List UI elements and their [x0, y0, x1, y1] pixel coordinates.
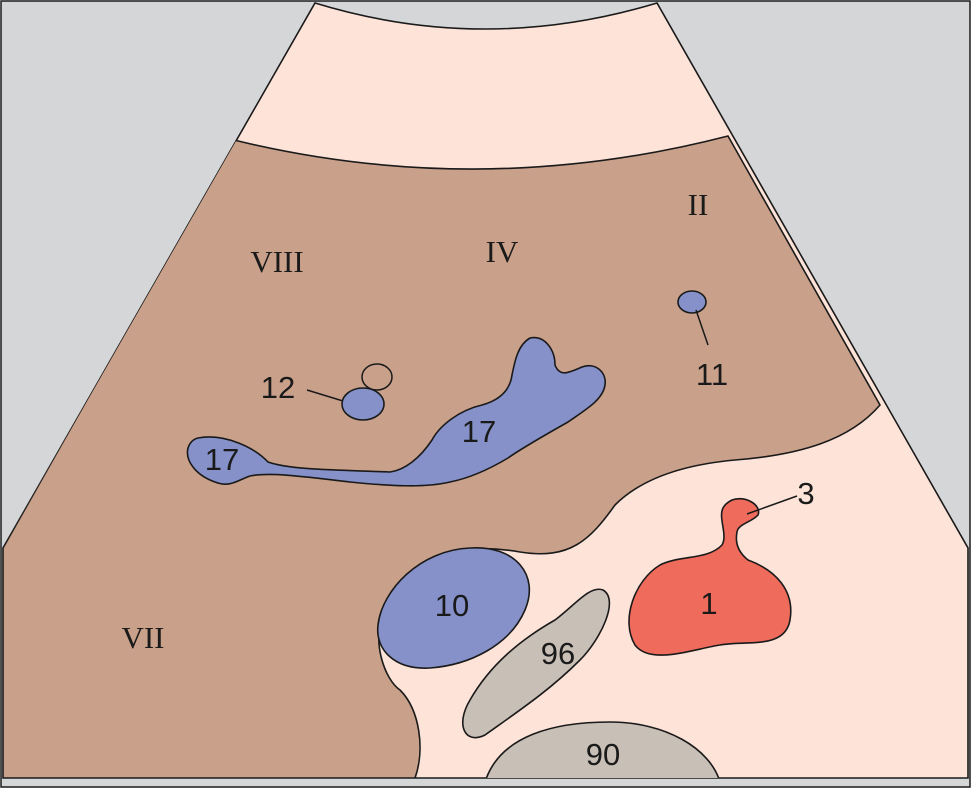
structure-96 — [461, 588, 611, 739]
vessel-12 — [341, 387, 385, 421]
label-10: 10 — [435, 588, 469, 623]
label-12: 12 — [261, 370, 295, 405]
leader-line-11 — [695, 309, 709, 346]
leader-line-12 — [306, 389, 344, 402]
label-11: 11 — [696, 357, 728, 392]
label-96: 96 — [541, 636, 575, 671]
label-3: 3 — [797, 476, 814, 511]
hollow-circle — [361, 363, 393, 391]
label-90: 90 — [586, 737, 620, 772]
segment-label-ii: II — [688, 187, 709, 222]
vessel-10 — [376, 547, 531, 669]
vessel-11 — [677, 290, 707, 314]
segment-label-vii: VII — [121, 620, 164, 655]
label-17-right: 17 — [462, 414, 496, 449]
vessel-1 — [628, 497, 792, 656]
segment-label-iv: IV — [486, 234, 519, 269]
segment-label-viii: VIII — [250, 244, 303, 279]
vessel-17 — [186, 336, 606, 487]
label-17-left: 17 — [205, 442, 239, 477]
label-1: 1 — [700, 586, 717, 621]
structure-90 — [483, 721, 722, 778]
leader-line-3 — [746, 495, 798, 515]
